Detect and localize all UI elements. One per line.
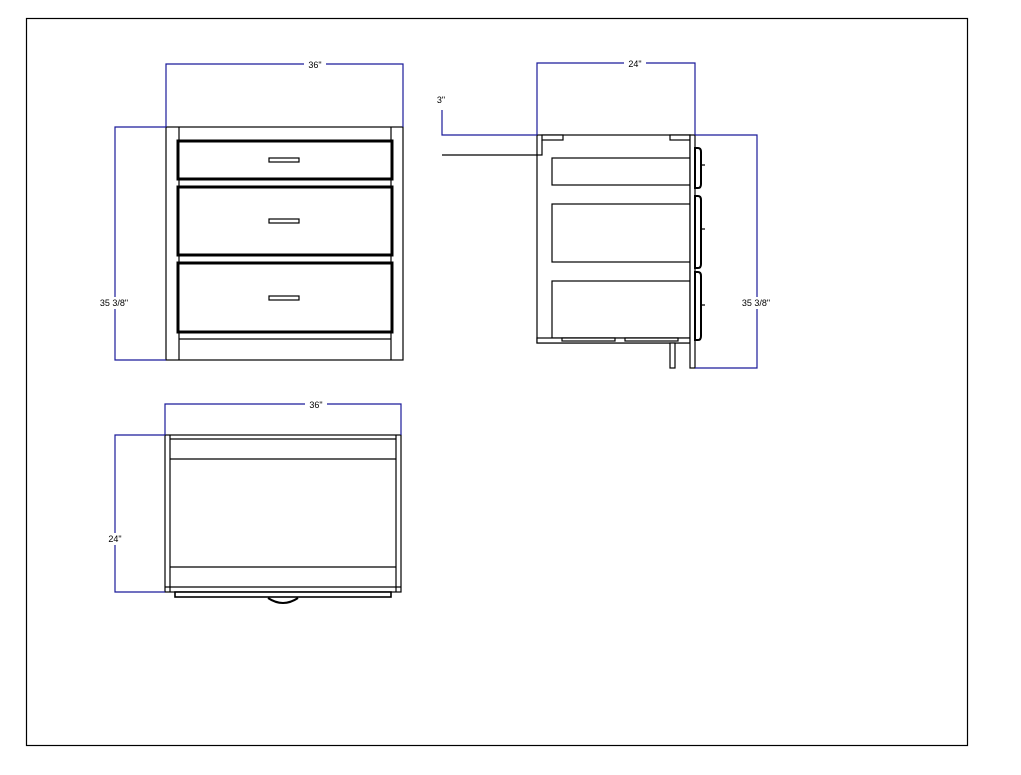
drawer-front-profile	[694, 271, 702, 341]
drawer-box-top	[551, 157, 691, 186]
offset-reference-line	[442, 140, 543, 156]
depth-dimension-line	[114, 434, 165, 593]
side-view: 24" 3" 35 3/8"	[437, 57, 774, 369]
height-dimension-label: 35 3/8"	[100, 298, 128, 308]
offset-dimension-label: 3"	[437, 95, 445, 105]
offset-dimension-line	[441, 110, 537, 136]
handle-top-view	[267, 597, 299, 604]
width-dimension-line	[164, 403, 402, 435]
drawer-front-profile	[694, 195, 702, 269]
bottom-slide	[624, 337, 679, 342]
drawer-handle	[268, 218, 300, 224]
drawer-front-profile	[694, 147, 702, 189]
cabinet-top-outline	[164, 434, 402, 593]
drawer-box-bottom	[551, 280, 691, 339]
depth-dimension-line	[536, 62, 696, 135]
bottom-slide	[561, 337, 616, 342]
drawer-handle	[268, 295, 300, 301]
width-dimension-label: 36"	[309, 400, 322, 410]
top-rail-front	[669, 134, 691, 141]
top-rail-back	[541, 134, 564, 141]
width-dimension-line	[165, 63, 404, 127]
height-dimension-label: 35 3/8"	[742, 298, 770, 308]
leveling-leg	[669, 342, 676, 369]
front-view: 36" 35 3/8"	[96, 58, 404, 361]
top-view: 36" 24"	[104, 398, 402, 604]
depth-dimension-label: 24"	[108, 534, 121, 544]
sheet-border	[25, 17, 969, 747]
handle-profile	[701, 164, 705, 306]
drawer-handle	[268, 157, 300, 163]
drawer-front-top-edge	[174, 591, 392, 598]
width-dimension-label: 36"	[308, 60, 321, 70]
height-dimension-line	[695, 134, 758, 369]
depth-dimension-label: 24"	[628, 59, 641, 69]
drawer-box-middle	[551, 203, 691, 263]
height-dimension-line	[114, 126, 166, 361]
